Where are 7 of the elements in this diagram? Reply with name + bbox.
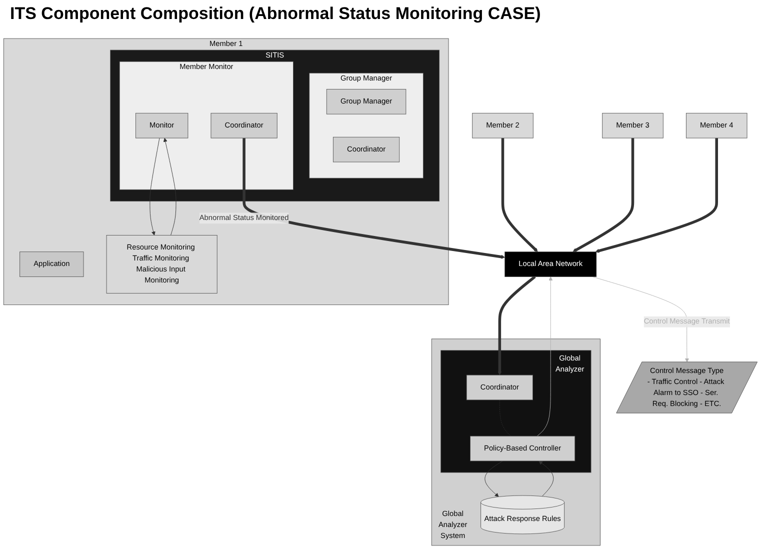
arrow (498, 276, 536, 376)
arrow (242, 138, 506, 259)
arrow (595, 138, 718, 253)
arrow (572, 138, 634, 252)
arrow (501, 138, 538, 252)
connector (499, 400, 511, 436)
diagram-title: ITS Component Composition (Abnormal Status Monitoring CASE) (9, 3, 542, 25)
